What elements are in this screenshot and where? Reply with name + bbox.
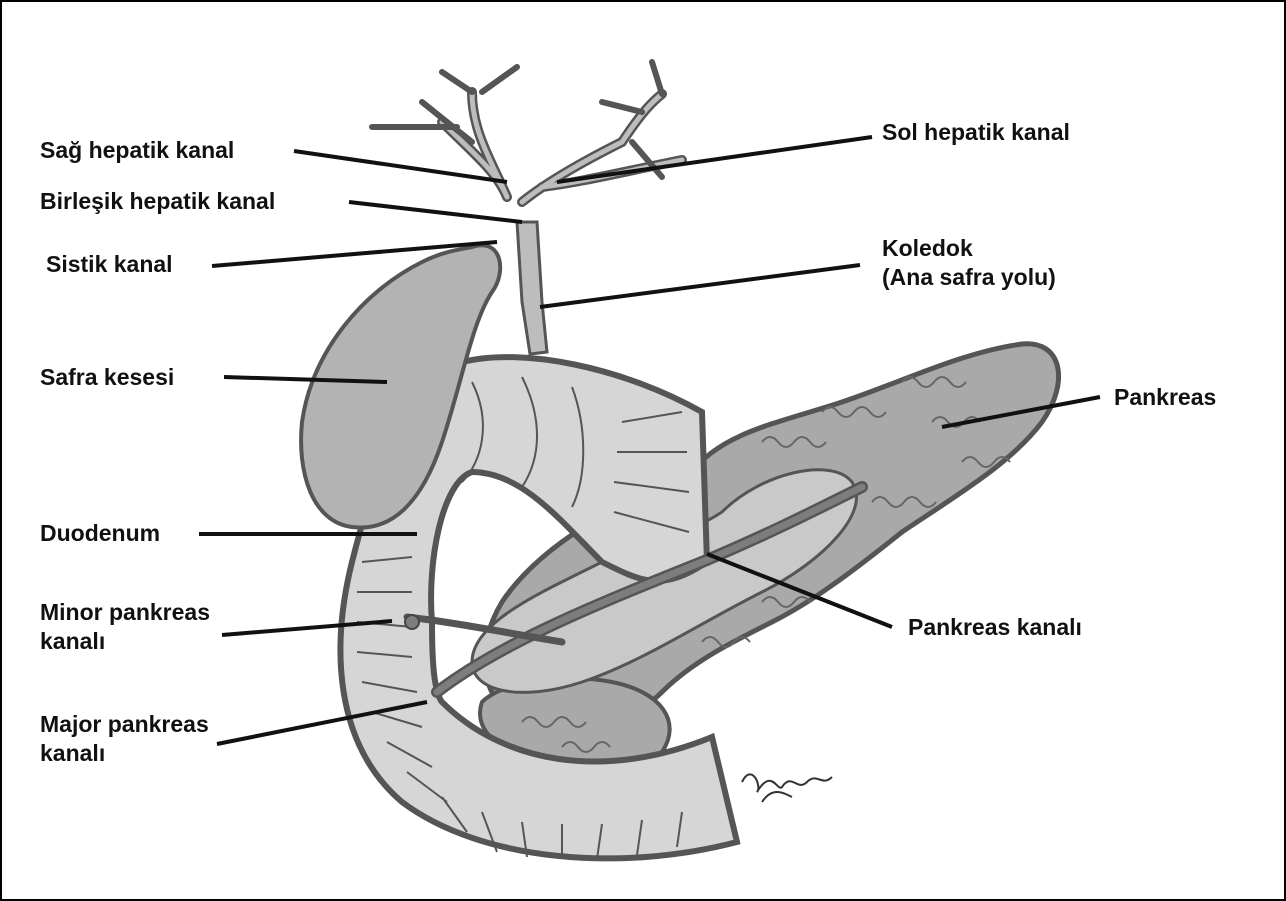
minor-papilla bbox=[405, 615, 419, 629]
label-major-duct-line2: kanalı bbox=[40, 739, 209, 768]
label-minor-duct: Minor pankreas kanalı bbox=[40, 598, 210, 656]
label-pancreatic-duct: Pankreas kanalı bbox=[908, 613, 1082, 642]
label-major-duct-line1: Major pankreas bbox=[40, 710, 209, 739]
label-duodenum: Duodenum bbox=[40, 519, 160, 548]
label-cystic: Sistik kanal bbox=[46, 250, 173, 279]
pointer-common-hepatic bbox=[349, 202, 522, 222]
label-minor-duct-line1: Minor pankreas bbox=[40, 598, 210, 627]
label-cbd-line1: Koledok bbox=[882, 234, 1056, 263]
label-left-hepatic: Sol hepatik kanal bbox=[882, 118, 1070, 147]
pointer-left-hepatic bbox=[557, 137, 872, 182]
label-major-duct: Major pankreas kanalı bbox=[40, 710, 209, 768]
small-branches bbox=[372, 62, 662, 177]
common-bile-duct bbox=[517, 222, 547, 354]
label-cbd-line2: (Ana safra yolu) bbox=[882, 263, 1056, 292]
label-common-hepatic: Birleşik hepatik kanal bbox=[40, 187, 275, 216]
artist-signature bbox=[742, 774, 832, 802]
label-gallbladder: Safra kesesi bbox=[40, 363, 174, 392]
label-minor-duct-line2: kanalı bbox=[40, 627, 210, 656]
label-pancreas: Pankreas bbox=[1114, 383, 1216, 412]
label-right-hepatic: Sağ hepatik kanal bbox=[40, 136, 234, 165]
pointer-cbd bbox=[540, 265, 860, 307]
label-cbd: Koledok (Ana safra yolu) bbox=[882, 234, 1056, 292]
